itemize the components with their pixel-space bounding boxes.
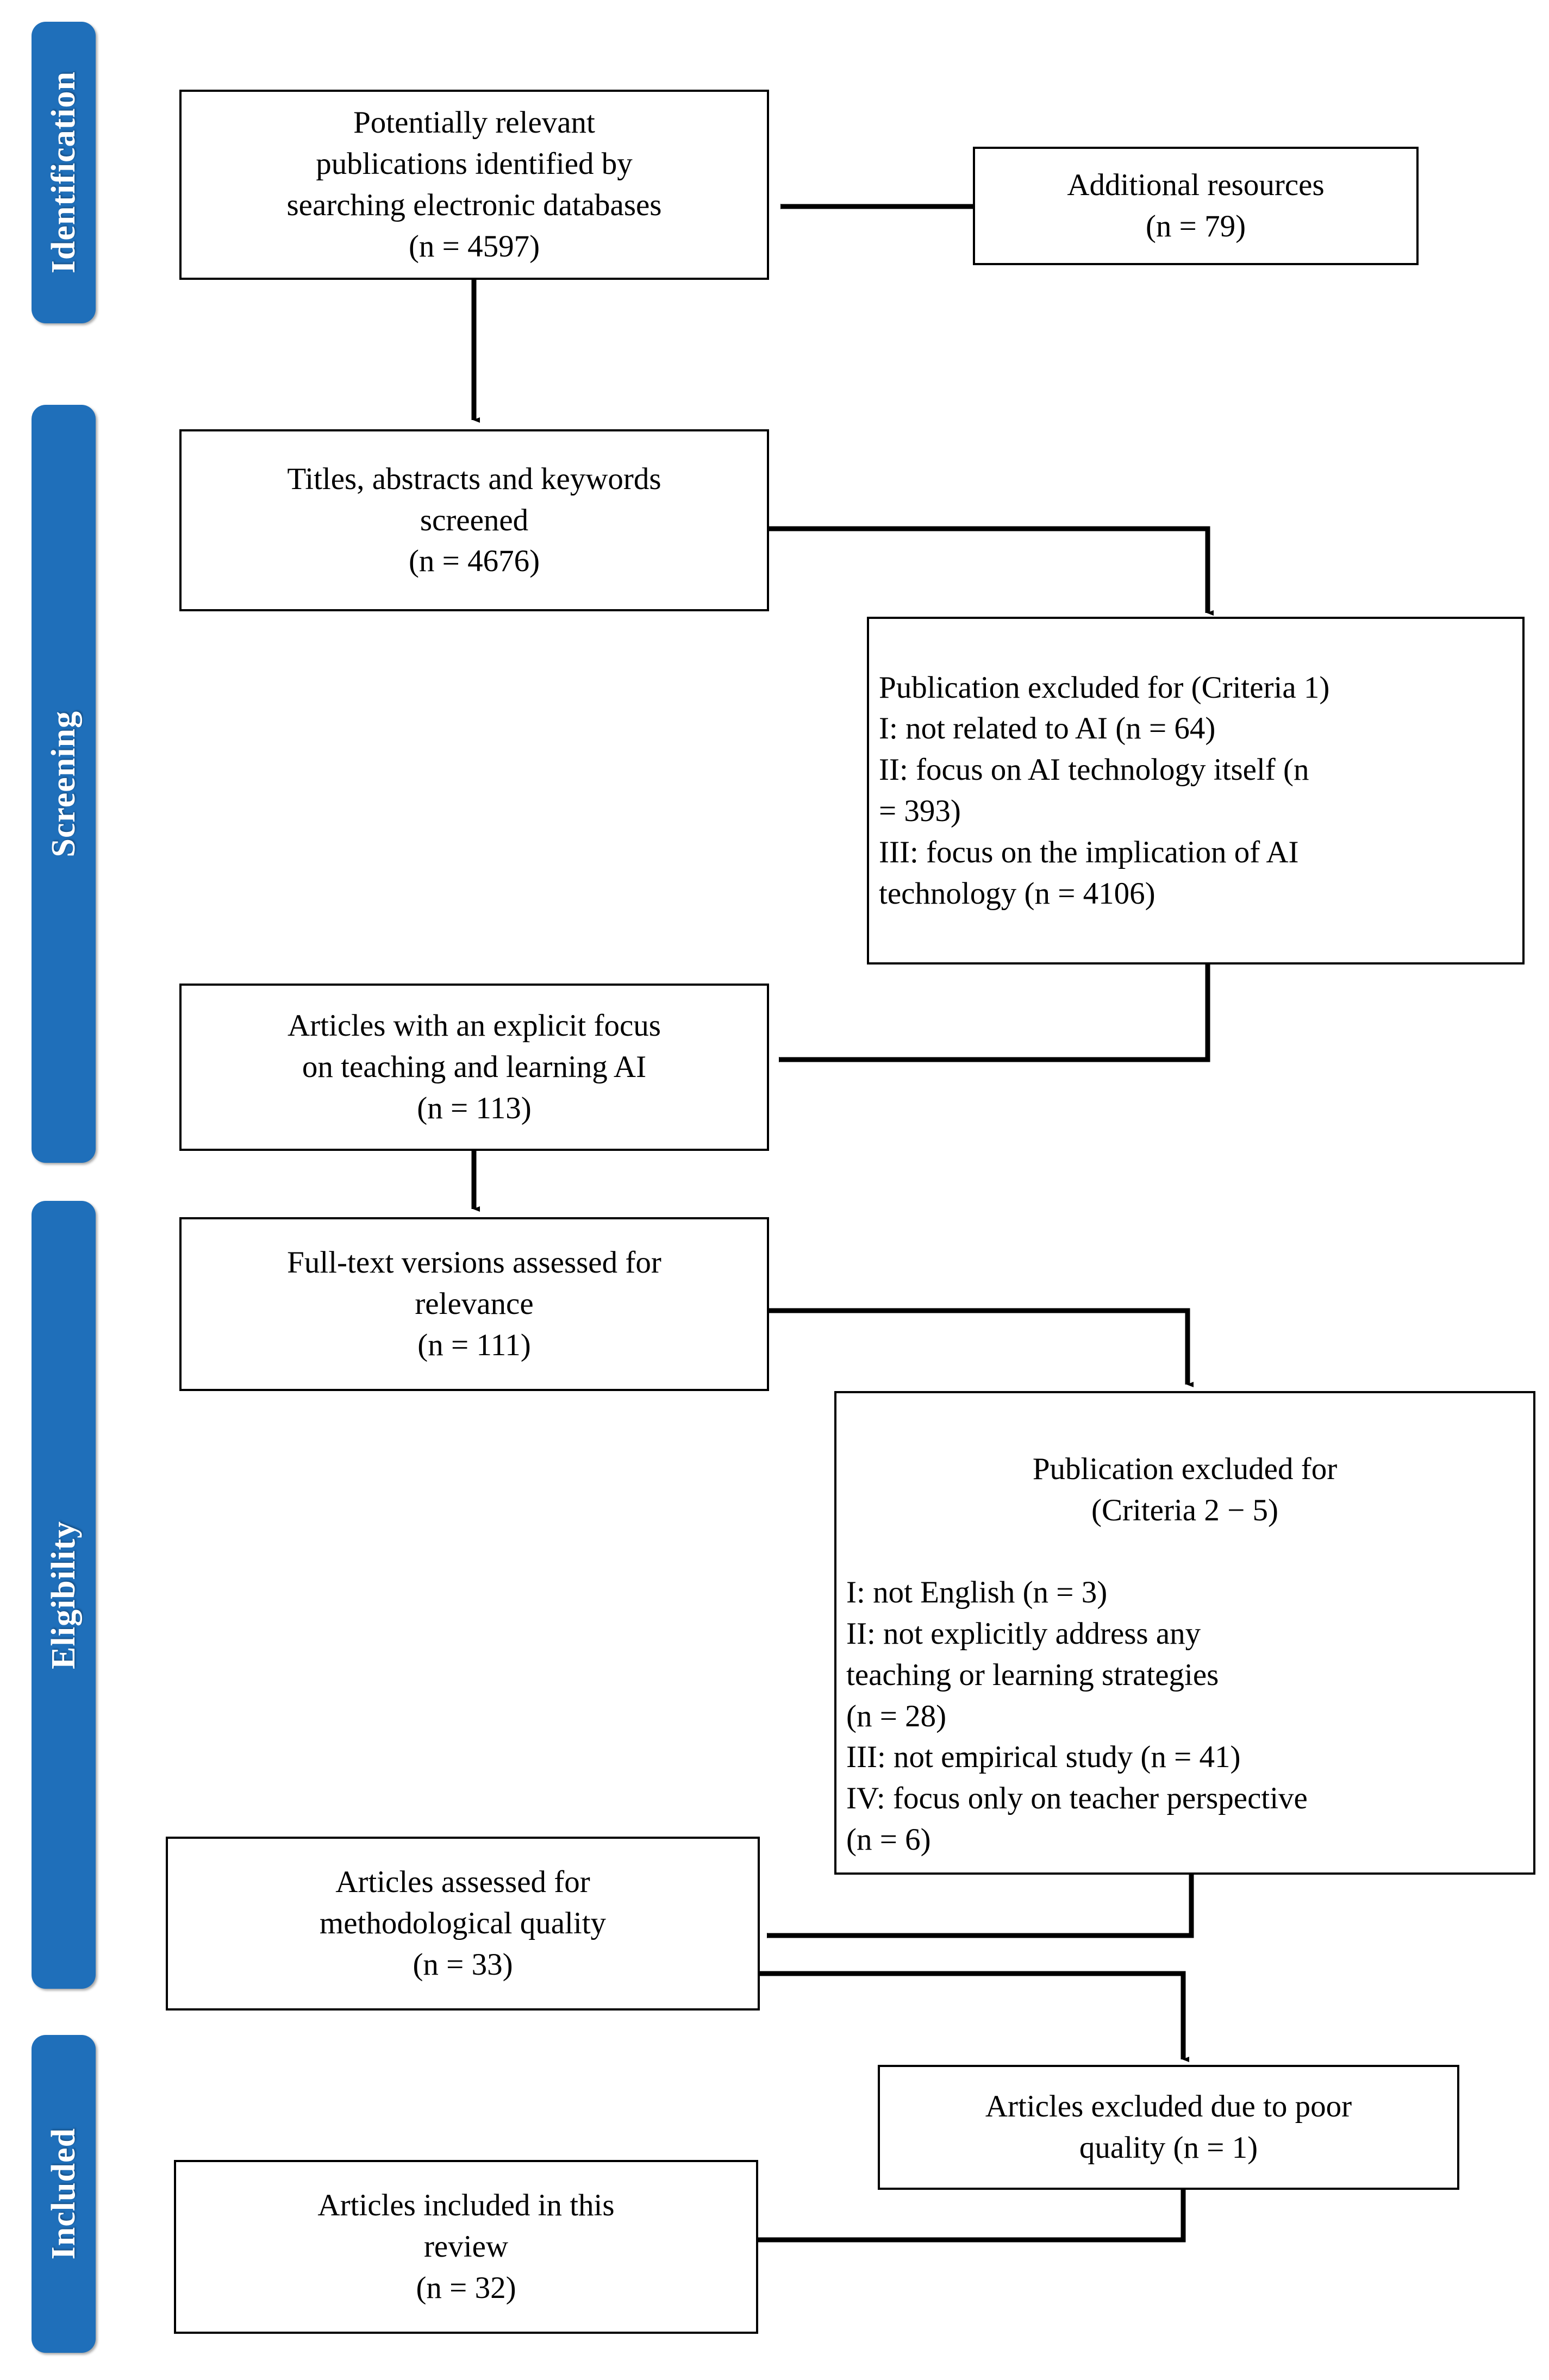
box-publications-identified-text: Potentially relevant publications identi… (286, 105, 662, 264)
stage-label-eligibility: Eligibility (45, 1520, 82, 1669)
box-excluded-criteria-1-text: Publication excluded for (Criteria 1) I:… (879, 670, 1330, 911)
stage-bar-identification: Identification (32, 22, 96, 323)
box-publications-identified: Potentially relevant publications identi… (179, 90, 769, 280)
box-excluded-criteria-2-5-items: I: not English (n = 3) II: not explicitl… (846, 1575, 1308, 1857)
box-additional-resources: Additional resources (n = 79) (973, 147, 1419, 265)
box-fulltext-assessed-text: Full-text versions assessed for relevanc… (287, 1245, 661, 1362)
box-excluded-criteria-2-5-header: Publication excluded for (Criteria 2 − 5… (1032, 1451, 1338, 1527)
box-included-final: Articles included in this review (n = 32… (174, 2160, 758, 2334)
box-explicit-focus-text: Articles with an explicit focus on teach… (288, 1009, 661, 1125)
box-included-final-text: Articles included in this review (n = 32… (317, 2188, 615, 2305)
connector-quality-assessed-to-excluded-poor (760, 1971, 1189, 2062)
connector-excluded-c25-to-quality-assessed (767, 1875, 1194, 1938)
box-excluded-criteria-1: Publication excluded for (Criteria 1) I:… (867, 617, 1525, 964)
box-explicit-focus: Articles with an explicit focus on teach… (179, 984, 769, 1151)
connector-screened-to-excluded-c1 (767, 526, 1214, 616)
box-titles-screened-text: Titles, abstracts and keywords screened … (287, 461, 661, 579)
connector-excluded-c1-to-explicit-focus (779, 964, 1210, 1062)
stage-bar-included: Included (32, 2035, 96, 2353)
box-excluded-criteria-2-5: Publication excluded for (Criteria 2 − 5… (834, 1391, 1535, 1875)
box-additional-resources-text: Additional resources (n = 79) (1067, 168, 1325, 243)
stage-bar-eligibility: Eligibility (32, 1201, 96, 1989)
box-quality-assessed-text: Articles assessed for methodological qua… (319, 1865, 607, 1982)
box-titles-screened: Titles, abstracts and keywords screened … (179, 429, 769, 611)
box-fulltext-assessed: Full-text versions assessed for relevanc… (179, 1217, 769, 1391)
box-excluded-poor-quality: Articles excluded due to poor quality (n… (878, 2065, 1459, 2190)
box-excluded-criteria-2-5-content: Publication excluded for (Criteria 2 − 5… (836, 1393, 1533, 1864)
stage-label-included: Included (45, 2128, 82, 2260)
box-excluded-poor-quality-text: Articles excluded due to poor quality (n… (985, 2089, 1352, 2165)
stage-label-identification: Identification (45, 71, 82, 274)
box-quality-assessed: Articles assessed for methodological qua… (166, 1837, 760, 2011)
stage-label-screening: Screening (45, 710, 82, 857)
stage-bar-screening: Screening (32, 405, 96, 1163)
connector-fulltext-to-excluded-c25 (767, 1308, 1194, 1387)
